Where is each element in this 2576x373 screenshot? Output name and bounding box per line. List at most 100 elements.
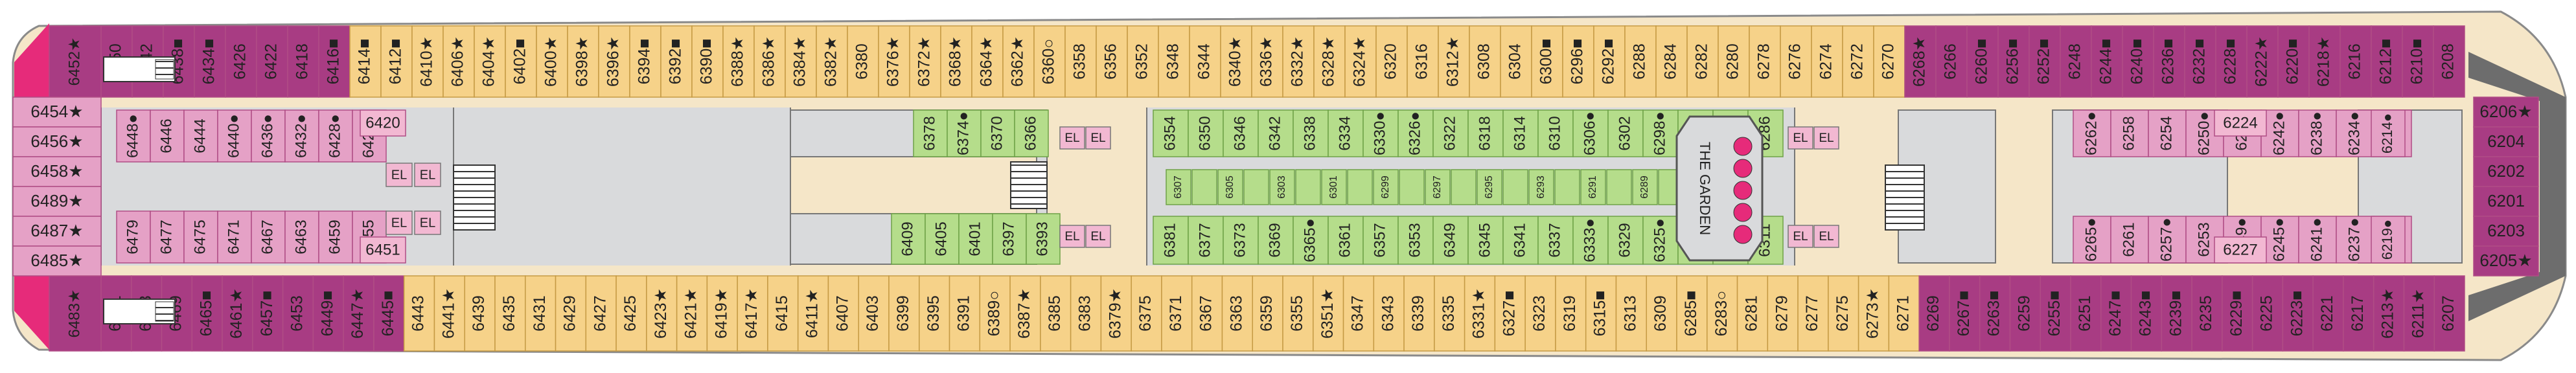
cabin-6381[interactable]: 6381 [1153,216,1189,265]
cabin-6269[interactable]: 6269 [1918,275,1950,352]
cabin-6324[interactable]: 6324★ [1344,25,1377,98]
cabin-6266[interactable]: 6266 [1935,25,1968,98]
cabin-6428[interactable]: 6428● [318,109,353,163]
cabin-6278[interactable]: 6278 [1749,25,1781,98]
cabin-6206[interactable]: 6206★ [2473,96,2539,128]
cabin-6332[interactable]: 6332★ [1282,25,1315,98]
cabin-6341[interactable]: 6341 [1502,216,1539,265]
cabin-6374[interactable]: 6374● [947,109,982,157]
cabin-6357[interactable]: 6357 [1363,216,1399,265]
cabin-6449[interactable]: 6449■ [312,275,344,352]
cabin-6273[interactable]: 6273★ [1857,275,1890,352]
cabin-6239[interactable]: 6239■ [2161,275,2192,352]
cabin-6384[interactable]: 6384★ [785,25,817,98]
cabin-6225[interactable]: 6225 [2251,275,2284,352]
cabin-6289[interactable]: 6289 [1632,169,1658,205]
cabin-6320[interactable]: 6320 [1375,25,1408,98]
cabin-6392[interactable]: 6392■ [660,25,693,98]
cabin-6386[interactable]: 6386★ [753,25,786,98]
cabin-6355[interactable]: 6355 [1282,275,1314,352]
cabin-6316[interactable]: 6316 [1407,25,1439,98]
cabin-6331[interactable]: 6331★ [1464,275,1496,352]
cabin-6432[interactable]: 6432● [284,109,319,163]
cabin-6250[interactable]: 6250● [2185,109,2224,157]
cabin-6402[interactable]: 6402■ [505,25,537,98]
cabin-6343[interactable]: 6343 [1373,275,1405,352]
cabin-6238[interactable]: 6238● [2298,109,2337,157]
cabin-6441[interactable]: 6441★ [433,275,465,352]
cabin-6319[interactable]: 6319 [1555,275,1587,352]
cabin-6327[interactable]: 6327■ [1494,275,1526,352]
cabin-6323[interactable]: 6323 [1524,275,1556,352]
cabin-6447[interactable]: 6447★ [343,275,374,352]
cabin-6207[interactable]: 6207 [2433,275,2465,352]
cabin-6459[interactable]: 6459 [318,210,353,264]
cabin-6235[interactable]: 6235 [2191,275,2223,352]
cabin-6421[interactable]: 6421★ [676,275,708,352]
cabin-6242[interactable]: 6242● [2260,109,2299,157]
cabin-6346[interactable]: 6346 [1223,109,1259,157]
cabin-6376[interactable]: 6376★ [878,25,910,98]
cabin-6282[interactable]: 6282 [1686,25,1719,98]
cabin-6412[interactable]: 6412■ [380,25,413,98]
cabin-6236[interactable]: 6236■ [2153,25,2185,98]
cabin-6390[interactable]: 6390■ [691,25,724,98]
cabin-6360[interactable]: 6360○ [1033,25,1066,98]
cabin-6411[interactable]: 6411★ [797,275,829,352]
cabin-6404[interactable]: 6404★ [474,25,506,98]
cabin-6281[interactable]: 6281 [1736,275,1769,352]
cabin-6240[interactable]: 6240■ [2122,25,2154,98]
cabin-6487[interactable]: 6487★ [12,216,102,247]
cabin-6210[interactable]: 6210■ [2402,25,2434,98]
cabin-6368[interactable]: 6368★ [940,25,972,98]
cabin-6293[interactable]: 6293 [1528,169,1554,205]
cabin-6399[interactable]: 6399 [888,275,920,352]
cabin-6378[interactable]: 6378 [913,109,948,157]
cabin-6325[interactable]: 6325● [1642,216,1679,265]
cabin-6202[interactable]: 6202 [2473,156,2539,187]
cabin-6485[interactable]: 6485★ [12,245,102,277]
cabin-6251[interactable]: 6251 [2070,275,2102,352]
cabin-6258[interactable]: 6258 [2110,109,2149,157]
cabin-6229[interactable]: 6229■ [2222,275,2253,352]
cabin-6489[interactable]: 6489★ [12,186,102,217]
cabin-6439[interactable]: 6439 [464,275,496,352]
cabin-6446[interactable]: 6446 [150,109,185,163]
cabin-6308[interactable]: 6308 [1469,25,1501,98]
cabin-6457[interactable]: 6457■ [252,275,284,352]
cabin-6444[interactable]: 6444 [183,109,218,163]
cabin-6285[interactable]: 6285■ [1676,275,1708,352]
cabin-6292[interactable]: 6292■ [1593,25,1626,98]
cabin-6302[interactable]: 6302 [1607,109,1644,157]
cabin-6414[interactable]: 6414■ [349,25,382,98]
cabin-6406[interactable]: 6406★ [443,25,475,98]
cabin-6252[interactable]: 6252■ [2029,25,2061,98]
cabin-6366[interactable]: 6366 [1014,109,1049,157]
cabin-6318[interactable]: 6318 [1467,109,1504,157]
cabin-6310[interactable]: 6310 [1537,109,1574,157]
cabin-6296[interactable]: 6296■ [1562,25,1594,98]
cabin-6307[interactable]: 6307 [1166,169,1191,205]
cabin-6268[interactable]: 6268★ [1904,25,1937,98]
cabin-6303[interactable]: 6303 [1269,169,1295,205]
cabin-6365[interactable]: 6365● [1293,216,1329,265]
cabin-6315[interactable]: 6315■ [1585,275,1617,352]
cabin-6391[interactable]: 6391 [949,275,981,352]
cabin-6431[interactable]: 6431 [525,275,557,352]
cabin-6300[interactable]: 6300■ [1531,25,1563,98]
cabin-6314[interactable]: 6314 [1502,109,1539,157]
cabin-6349[interactable]: 6349 [1432,216,1469,265]
cabin-6419[interactable]: 6419★ [706,275,738,352]
cabin-6279[interactable]: 6279 [1767,275,1799,352]
cabin-6220[interactable]: 6220■ [2277,25,2310,98]
cabin-6369[interactable]: 6369 [1258,216,1294,265]
cabin-6393[interactable]: 6393 [1026,213,1061,265]
cabin-6352[interactable]: 6352 [1127,25,1159,98]
cabin-6201[interactable]: 6201 [2473,186,2539,217]
cabin-6380[interactable]: 6380 [847,25,879,98]
cabin-6375[interactable]: 6375 [1131,275,1162,352]
cabin-6461[interactable]: 6461★ [222,275,253,352]
cabin-6477[interactable]: 6477 [150,210,185,264]
cabin-6326[interactable]: 6326● [1397,109,1434,157]
cabin-6256[interactable]: 6256■ [1997,25,2030,98]
